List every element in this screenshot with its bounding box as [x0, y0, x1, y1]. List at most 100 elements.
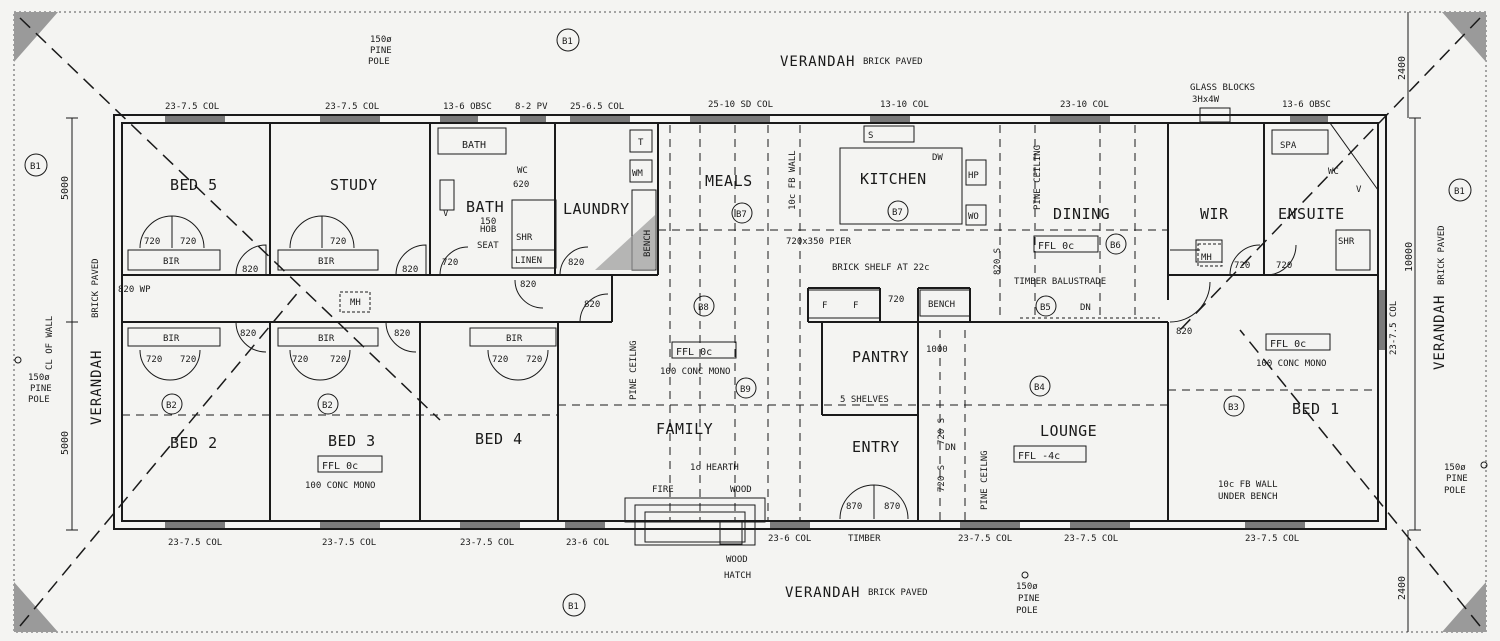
wood-label: WOOD — [730, 485, 752, 495]
glass-blocks-label: GLASS BLOCKS — [1190, 83, 1255, 93]
glass-blocks-size: 3Hx4W — [1192, 95, 1220, 105]
door-820-d: 820 — [520, 280, 536, 290]
tag-b3: B3 — [1228, 403, 1239, 413]
pole-left-size: 150ø — [28, 373, 50, 383]
room-study: STUDY — [330, 176, 378, 194]
room-kitchen: KITCHEN — [860, 170, 927, 188]
verandah-bottom-label: VERANDAH — [785, 585, 860, 601]
door-720-d: 720 — [442, 258, 458, 268]
door-swings — [139, 215, 1297, 520]
win-bottom-6-label: TIMBER — [848, 534, 881, 544]
door-720-j: 720 — [526, 355, 542, 365]
fridge-2: F — [853, 301, 858, 311]
pole-right-pine: PINE — [1446, 474, 1468, 484]
verandah-boundary — [13, 11, 1487, 633]
door-820-e: 820 — [584, 300, 600, 310]
room-bed5: BED 5 — [170, 176, 218, 194]
bath-tub-label: BATH — [462, 140, 486, 151]
beam-tags — [24, 28, 1472, 617]
corner-hatch-tr — [1442, 12, 1486, 62]
ffl-lounge: FFL -4c — [1018, 451, 1060, 462]
pine-ceiling-dining: PINE CEILING — [1033, 145, 1043, 210]
brick-shelf-label: BRICK SHELF AT 22c — [832, 263, 930, 273]
pole-marker-bottom — [1021, 571, 1029, 579]
room-laundry: LAUNDRY — [563, 200, 630, 218]
brick-paved-right: BRICK PAVED — [1437, 225, 1447, 285]
spa-label: SPA — [1280, 141, 1297, 151]
verandah-left-label: VERANDAH — [89, 350, 105, 425]
tag-b4: B4 — [1034, 383, 1045, 393]
dim-left-bottom: 5000 — [60, 431, 71, 455]
conc-bed1: 100 CONC MONO — [1256, 359, 1326, 369]
pole-marker-left — [14, 356, 22, 364]
pine-ceiling-family: PINE CEILNG — [629, 340, 639, 400]
win-bottom-8-label: 23-7.5 COL — [1064, 534, 1118, 544]
window-bottom-1 — [165, 522, 225, 528]
door-720-e: 720 — [146, 355, 162, 365]
window-bottom-3 — [460, 522, 520, 528]
door-820-a: 820 — [242, 265, 258, 275]
wood-hatch-1: WOOD — [726, 555, 748, 565]
shower-ensuite: SHR — [1338, 237, 1355, 247]
pole-right-size: 150ø — [1444, 463, 1466, 473]
bir-boxes — [127, 249, 557, 347]
hotplate-label: HP — [968, 171, 979, 181]
sink-label: S — [868, 131, 873, 141]
win-bottom-3-label: 23-7.5 COL — [460, 538, 514, 548]
manhole-wir: MH — [1201, 253, 1212, 263]
brick-paved-left: BRICK PAVED — [91, 258, 101, 318]
window-bottom-5 — [770, 522, 810, 528]
pole-left-pole: POLE — [28, 395, 50, 405]
door-820-f: 820 — [240, 329, 256, 339]
room-bed4: BED 4 — [475, 430, 523, 448]
window-bottom-6 — [960, 522, 1020, 528]
brick-paved-top: BRICK PAVED — [863, 57, 923, 67]
door-720s-a: 720 S — [937, 418, 947, 445]
fb-wall-bench-1: 10c FB WALL — [1218, 480, 1278, 490]
pole-marker-right — [1480, 461, 1488, 469]
door-820-bed1: 820 — [1176, 327, 1192, 337]
room-bed3: BED 3 — [328, 432, 376, 450]
verandah-top-label: VERANDAH — [780, 54, 855, 70]
pole-top-pine: PINE — [370, 46, 392, 56]
fb-wall-bench-2: UNDER BENCH — [1218, 492, 1278, 502]
window-top-8 — [1050, 116, 1110, 122]
window-top-4 — [520, 116, 546, 122]
room-entry: ENTRY — [852, 438, 900, 456]
door-720-f: 720 — [180, 355, 196, 365]
tag-b1-left: B1 — [30, 162, 41, 172]
door-720-h: 720 — [330, 355, 346, 365]
ffl-box-dining — [1033, 235, 1099, 253]
win-top-9-label: 13-6 OBSC — [1282, 100, 1331, 110]
win-bottom-7-label: 23-7.5 COL — [958, 534, 1012, 544]
dim-right-overall: 10000 — [1404, 242, 1415, 272]
window-top-7 — [870, 116, 910, 122]
room-pantry: PANTRY — [852, 348, 909, 366]
glass-blocks — [1199, 107, 1231, 123]
window-bottom-7 — [1070, 522, 1130, 528]
pole-top-pole: POLE — [368, 57, 390, 67]
bir-study: BIR — [318, 257, 335, 267]
win-bottom-5-label: 23-6 COL — [768, 534, 811, 544]
hob-note-2: HOB — [480, 225, 496, 235]
bench-kitchen: BENCH — [928, 300, 955, 310]
wc-bath: WC — [517, 166, 528, 176]
cl-of-wall-label: CL OF WALL — [45, 316, 55, 370]
door-720-a: 720 — [144, 237, 160, 247]
door-870-b: 870 — [884, 502, 900, 512]
pole-bottom-pole: POLE — [1016, 606, 1038, 616]
ffl-dining: FFL 0c — [1038, 241, 1074, 252]
wall-oven-label: WO — [968, 212, 979, 222]
win-bottom-9-label: 23-7.5 COL — [1245, 534, 1299, 544]
win-right-label: 23-7.5 COL — [1389, 301, 1399, 355]
bir-bed4: BIR — [506, 334, 523, 344]
door-720-i: 720 — [492, 355, 508, 365]
vanity-ensuite: V — [1356, 185, 1362, 195]
dishwasher-label: DW — [932, 153, 943, 163]
door-820wp: 820 WP — [118, 285, 151, 295]
win-top-5-label: 25-6.5 COL — [570, 102, 624, 112]
hob-note-1: 150 — [480, 217, 496, 227]
seat-label: SEAT — [477, 241, 499, 251]
trough-label: T — [638, 138, 644, 148]
bir-bed3: BIR — [318, 334, 335, 344]
